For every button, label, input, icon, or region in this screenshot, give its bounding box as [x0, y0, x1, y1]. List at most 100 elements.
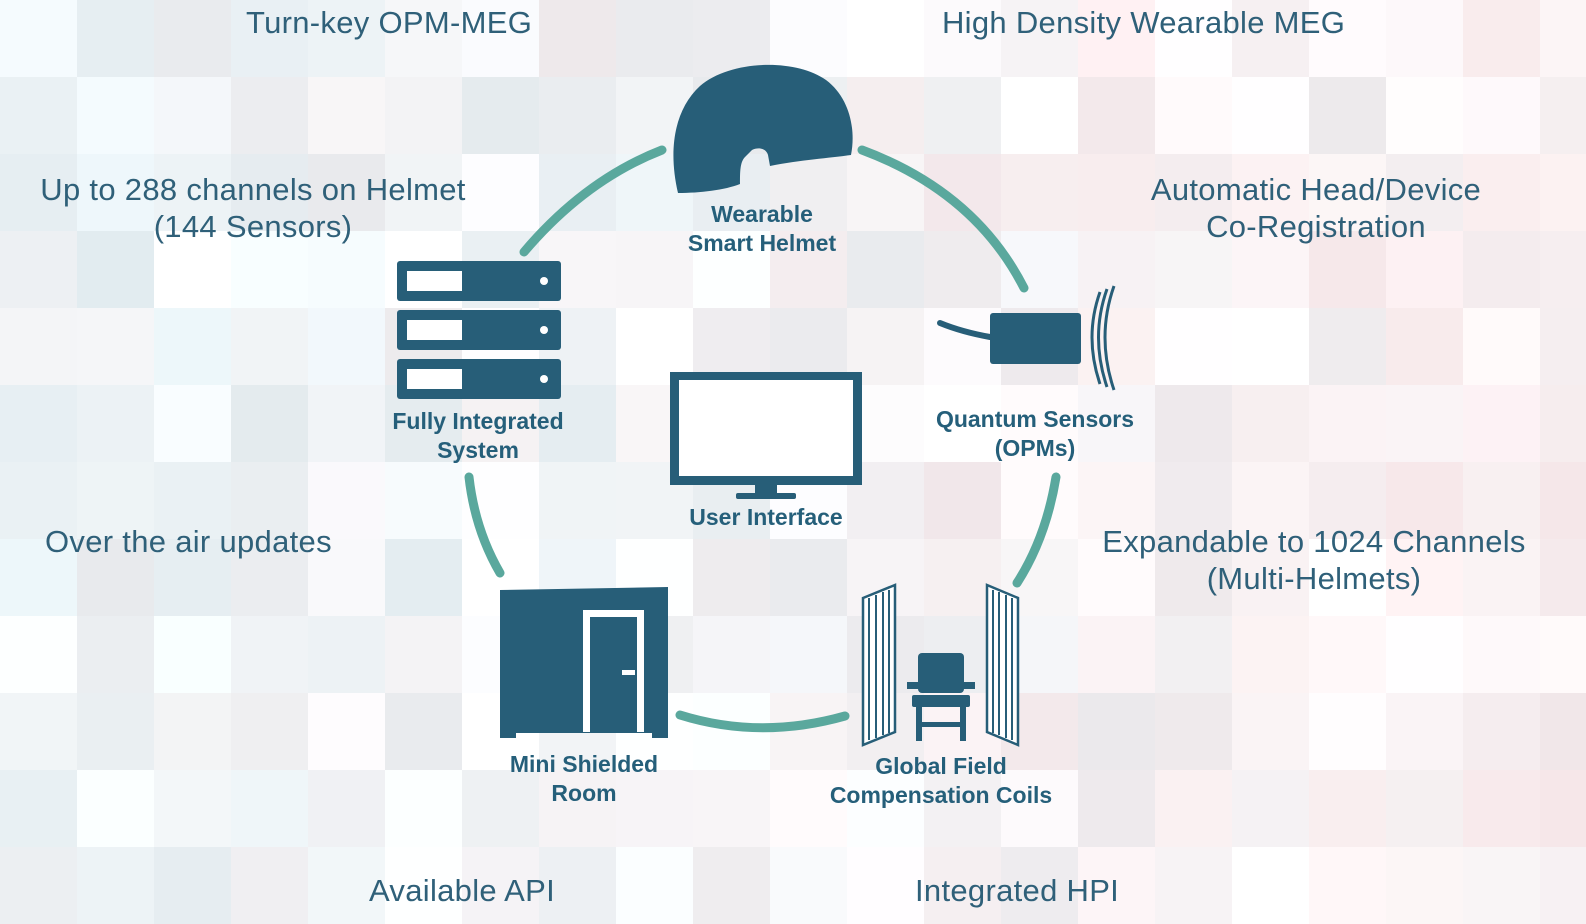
background-tile: [1309, 308, 1386, 385]
background-tile: [231, 539, 308, 616]
background-tile: [154, 847, 231, 924]
background-tile: [154, 308, 231, 385]
feature-channels-helmet: Up to 288 channels on Helmet (144 Sensor…: [40, 172, 466, 244]
background-tile: [385, 693, 462, 770]
background-tile: [1540, 154, 1586, 231]
background-tile: [693, 847, 770, 924]
background-tile: [847, 770, 924, 847]
background-tile: [154, 462, 231, 539]
background-tile: [1078, 539, 1155, 616]
background-tile: [1001, 770, 1078, 847]
background-tile: [1232, 154, 1309, 231]
background-tile: [385, 616, 462, 693]
background-tile: [0, 847, 77, 924]
background-tile: [462, 77, 539, 154]
background-tile: [1386, 308, 1463, 385]
background-tile: [154, 616, 231, 693]
background-tile: [1232, 385, 1309, 462]
background-tile: [1001, 847, 1078, 924]
background-tile: [462, 770, 539, 847]
background-tile: [231, 385, 308, 462]
background-tile: [1232, 539, 1309, 616]
background-tile: [1001, 154, 1078, 231]
background-tile: [1386, 77, 1463, 154]
background-tile: [1463, 770, 1540, 847]
background-tile: [0, 0, 77, 77]
background-tile: [539, 847, 616, 924]
arc-system-to-helmet: [519, 145, 667, 257]
background-tile: [1078, 77, 1155, 154]
background-tile: [616, 231, 693, 308]
background-tile: [231, 616, 308, 693]
background-tile: [1078, 770, 1155, 847]
background-tile: [462, 0, 539, 77]
background-tile: [231, 77, 308, 154]
background-tile: [1155, 77, 1232, 154]
background-tile: [1078, 847, 1155, 924]
background-tile: [924, 231, 1001, 308]
label-helmet: Wearable Smart Helmet: [687, 201, 837, 256]
background-tile: [616, 770, 693, 847]
background-tile: [0, 231, 77, 308]
background-tile: [77, 231, 154, 308]
background-tile: [1155, 616, 1232, 693]
background-tile: [385, 462, 462, 539]
background-tile: [0, 308, 77, 385]
background-tile: [0, 616, 77, 693]
background-tile: [1232, 308, 1309, 385]
background-tile: [770, 231, 847, 308]
background-tile: [693, 231, 770, 308]
background-tile: [77, 0, 154, 77]
background-tile: [1463, 154, 1540, 231]
background-tile: [1309, 539, 1386, 616]
background-tile: [1540, 231, 1586, 308]
feature-api: Available API: [369, 873, 556, 908]
feature-hpi: Integrated HPI: [915, 873, 1120, 908]
background-tile: [231, 0, 308, 77]
background-tile: [1386, 770, 1463, 847]
background-tile: [385, 539, 462, 616]
background-tile: [693, 770, 770, 847]
background-tile: [1386, 154, 1463, 231]
background-tile: [1463, 847, 1540, 924]
background-tile: [1309, 385, 1386, 462]
background-tile: [308, 308, 385, 385]
background-tile: [1540, 616, 1586, 693]
feature-high-density: High Density Wearable MEG: [942, 5, 1346, 40]
background-tile: [77, 847, 154, 924]
helmet-icon: [673, 64, 853, 193]
background-tile: [77, 462, 154, 539]
background-tile: [1078, 154, 1155, 231]
background-tile: [1463, 462, 1540, 539]
background-tile: [0, 385, 77, 462]
background-tile: [231, 154, 308, 231]
background-tile: [1386, 462, 1463, 539]
background-tile: [847, 231, 924, 308]
background-tile: [308, 0, 385, 77]
background-tile: [154, 231, 231, 308]
background-tile: [616, 847, 693, 924]
background-tile: [385, 0, 462, 77]
background-tile: [1540, 462, 1586, 539]
background-tile: [308, 770, 385, 847]
background-tile: [462, 847, 539, 924]
background-tile: [231, 693, 308, 770]
background-tile: [308, 693, 385, 770]
background-tile: [770, 0, 847, 77]
background-tile: [1309, 0, 1386, 77]
background-tile: [1001, 0, 1078, 77]
background-tile: [0, 462, 77, 539]
background-tile: [1540, 77, 1586, 154]
background-tile: [1232, 693, 1309, 770]
background-tile: [462, 154, 539, 231]
background-tile: [1232, 770, 1309, 847]
background-tile: [1540, 847, 1586, 924]
label-coils: Global Field Compensation Coils: [829, 753, 1053, 808]
background-tile: [1232, 462, 1309, 539]
background-tile: [1386, 385, 1463, 462]
background-tile: [1155, 847, 1232, 924]
background-tile: [693, 539, 770, 616]
background-tile: [1309, 154, 1386, 231]
background-tile: [924, 770, 1001, 847]
background-tile: [1078, 0, 1155, 77]
